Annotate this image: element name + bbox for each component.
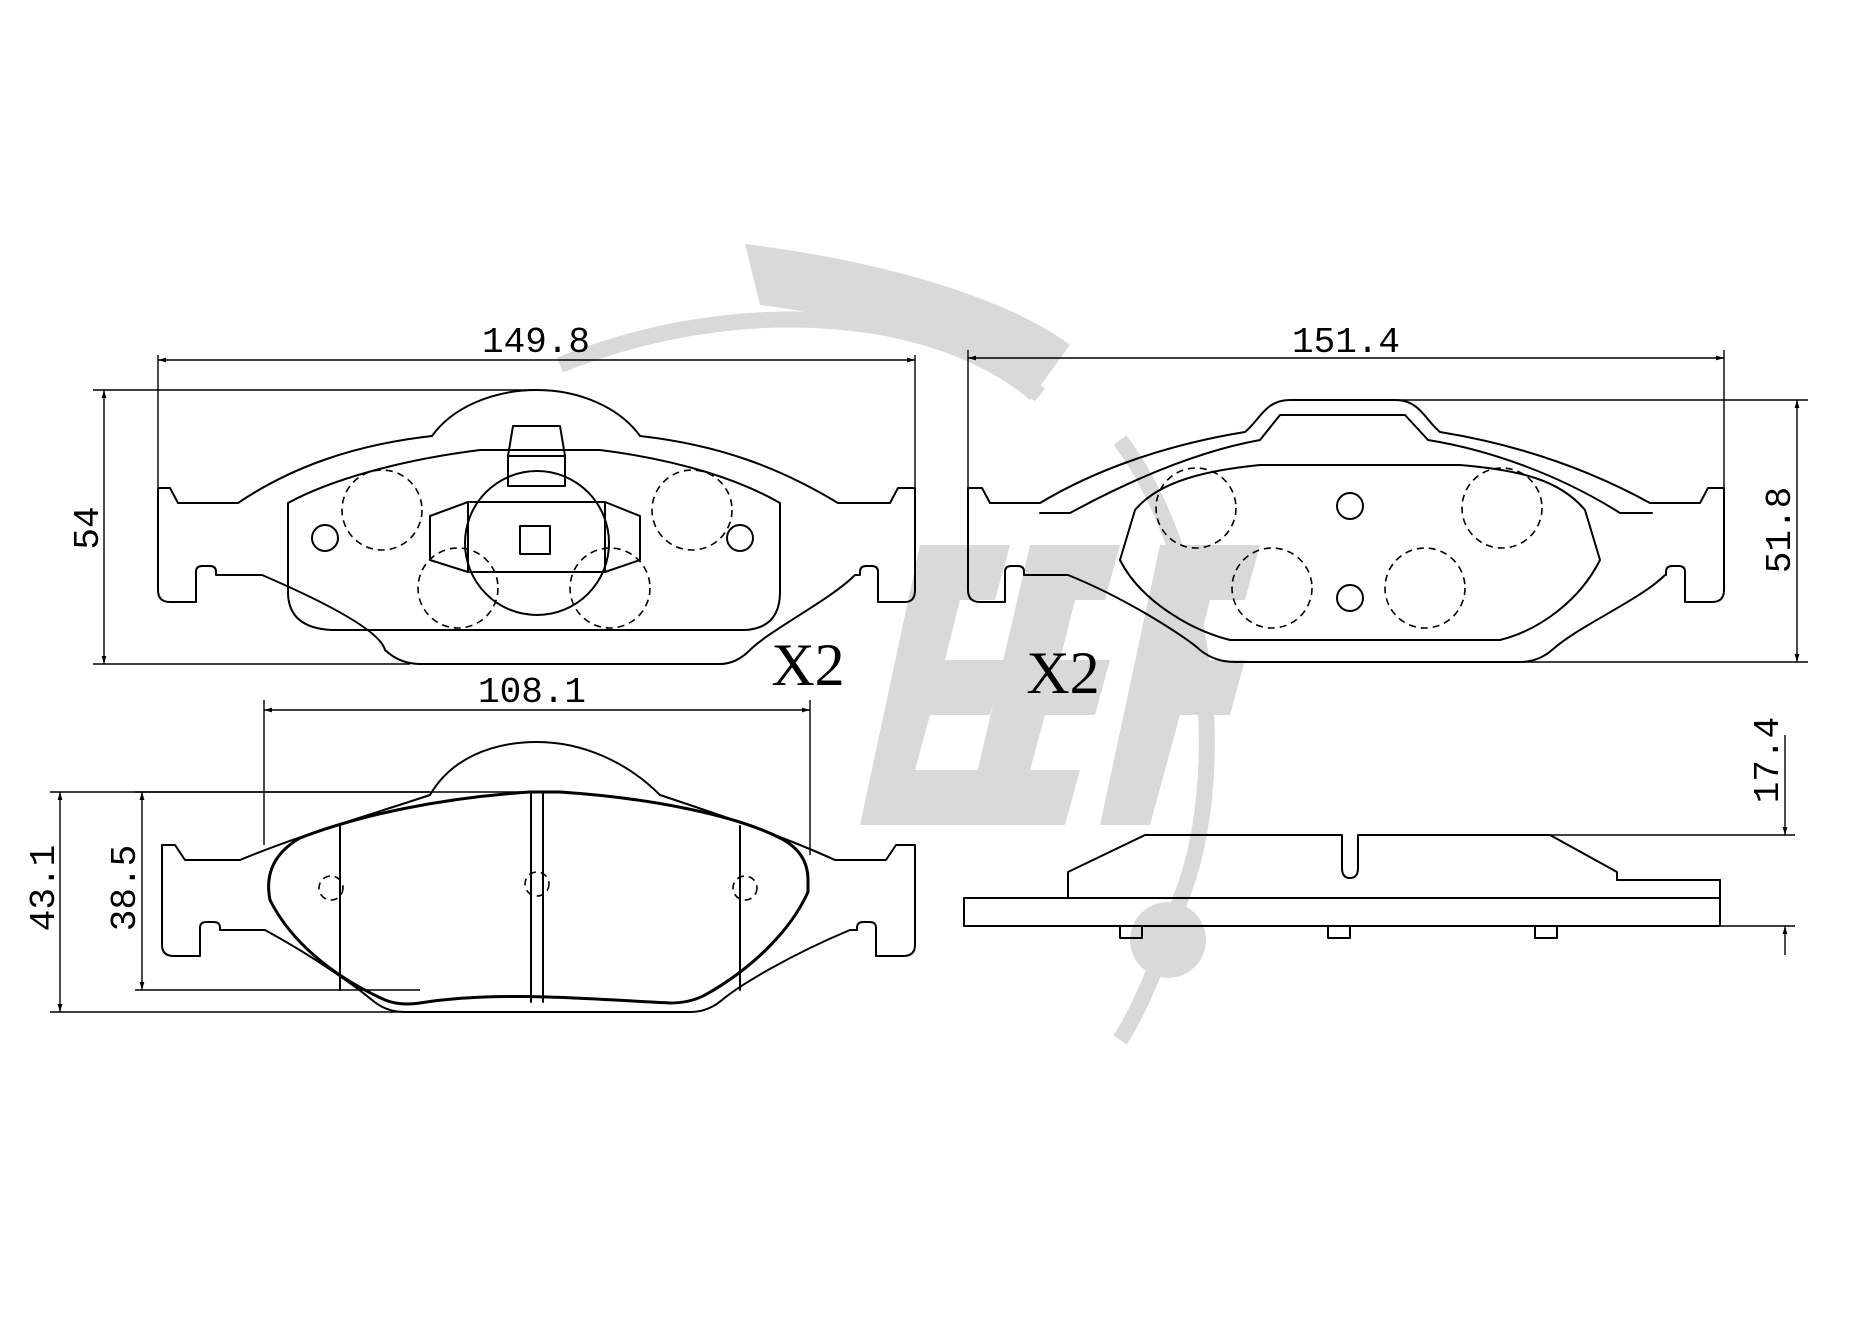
pad-front-center-square (519, 525, 551, 555)
friction-face-inner-height-label: 38.5 (105, 845, 146, 931)
pad-front-hole-right (726, 524, 754, 552)
friction-face-pad-material (267, 790, 810, 1006)
ebf-watermark-logo (556, 244, 1260, 1045)
pad-front-friction-outline (287, 449, 781, 631)
friction-face-width-dimension: 108.1 (263, 672, 811, 855)
friction-face-outer-height-dimension: 43.1 (24, 791, 430, 1013)
side-profile-thickness-label: 17.4 (1748, 717, 1789, 803)
pad-front-view (157, 389, 916, 665)
pad-front-spring-clip (429, 501, 641, 573)
side-profile-thickness-dimension: 17.4 (1550, 717, 1795, 955)
pad-back-hole-top (1336, 492, 1364, 520)
pad-front-width-label: 149.8 (482, 322, 590, 363)
friction-face-inner-height-dimension: 38.5 (105, 791, 520, 991)
side-profile-backing-plate (963, 897, 1721, 927)
pad-back-view (967, 399, 1725, 663)
pad-back-friction-outline (1119, 464, 1601, 641)
friction-face-outer-height-label: 43.1 (24, 845, 65, 931)
pad-back-height-label: 51.8 (1760, 487, 1801, 573)
pad-back-width-dimension: 151.4 (967, 322, 1725, 488)
pad-front-quantity-label: X2 (771, 632, 844, 698)
pad-front-width-dimension: 149.8 (157, 322, 916, 488)
pad-front-height-dimension: 54 (68, 389, 537, 665)
pad-back-hole-bottom (1336, 584, 1364, 612)
side-profile-tab-right (1534, 925, 1558, 939)
pad-back-backing-plate (967, 399, 1725, 663)
pad-front-backing-plate (157, 389, 916, 665)
friction-face-view (161, 741, 916, 1013)
side-profile-tab-center (1327, 925, 1351, 939)
pad-back-width-label: 151.4 (1292, 322, 1400, 363)
friction-face-backing-plate (161, 741, 916, 1013)
side-profile-friction-material (1067, 834, 1721, 899)
pad-front-hole-left (311, 524, 339, 552)
pad-front-center-boss (464, 470, 610, 616)
friction-face-width-label: 108.1 (478, 672, 586, 713)
side-profile-tab-left (1119, 925, 1143, 939)
pad-front-height-label: 54 (68, 506, 109, 549)
pad-back-quantity-label: X2 (1026, 640, 1099, 706)
side-profile-view (963, 834, 1721, 939)
pad-back-height-dimension: 51.8 (1290, 399, 1808, 663)
